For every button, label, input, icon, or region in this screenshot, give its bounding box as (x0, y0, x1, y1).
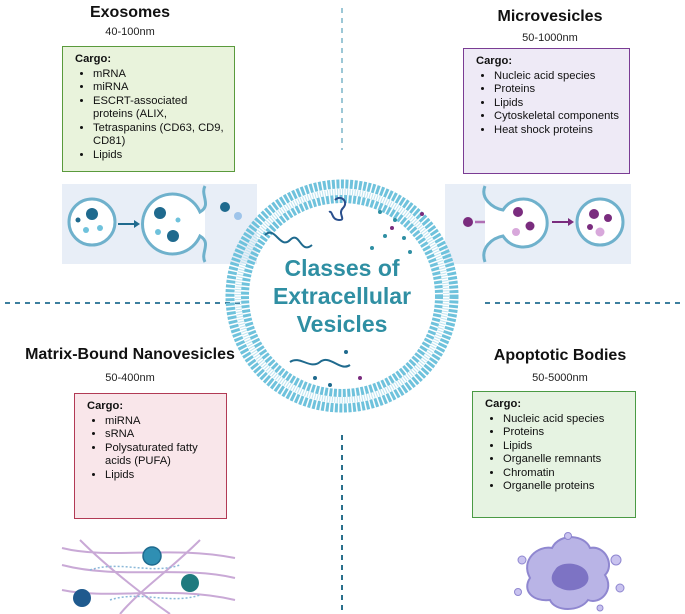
center-title-line2: Extracellular (272, 283, 412, 309)
matrix-cargo-box: Cargo: miRNA sRNA Polysaturated fatty ac… (74, 393, 227, 519)
cargo-label: Cargo: (87, 400, 124, 412)
exosomes-size: 40-100nm (105, 26, 155, 38)
list-item: Tetraspanins (CD63, CD9, CD81) (93, 122, 226, 149)
exosomes-title: Exosomes (89, 4, 171, 21)
center-title-line1: Classes of (284, 255, 400, 281)
list-item: ESCRT-associated proteins (ALIX, (93, 95, 226, 122)
list-item: miRNA (93, 81, 226, 95)
list-item: Polysaturated fatty acids (PUFA) (105, 442, 218, 469)
center-title-line3: Vesicles (296, 311, 388, 337)
list-item: sRNA (105, 428, 218, 442)
list-item: Organelle proteins (503, 480, 627, 494)
apoptotic-size: 50-5000nm (532, 372, 588, 384)
apoptotic-cargo-box: Cargo: Nucleic acid species Proteins Lip… (472, 391, 636, 518)
list-item: Lipids (93, 149, 226, 163)
matrix-size: 50-400nm (105, 372, 155, 384)
exosomes-cargo-box: Cargo: mRNA miRNA ESCRT-associated prote… (62, 46, 235, 172)
microvesicles-size: 50-1000nm (522, 32, 578, 44)
apoptotic-title: Apoptotic Bodies (493, 347, 627, 364)
list-item: Lipids (503, 440, 627, 454)
list-item: Nucleic acid species (494, 70, 621, 84)
list-item: miRNA (105, 415, 218, 429)
cargo-label: Cargo: (485, 398, 522, 410)
microvesicles-cargo-box: Cargo: Nucleic acid species Proteins Lip… (463, 48, 630, 174)
cargo-label: Cargo: (75, 53, 112, 65)
list-item: Heat shock proteins (494, 124, 621, 138)
cargo-label: Cargo: (476, 55, 513, 67)
list-item: Nucleic acid species (503, 413, 627, 427)
list-item: Proteins (494, 83, 621, 97)
list-item: Cytoskeletal components (494, 110, 621, 124)
list-item: Chromatin (503, 467, 627, 481)
matrix-title: Matrix-Bound Nanovesicles (25, 346, 235, 363)
list-item: Organelle remnants (503, 453, 627, 467)
list-item: Lipids (494, 97, 621, 111)
list-item: mRNA (93, 68, 226, 82)
list-item: Proteins (503, 426, 627, 440)
microvesicles-title: Microvesicles (497, 8, 603, 25)
list-item: Lipids (105, 469, 218, 483)
